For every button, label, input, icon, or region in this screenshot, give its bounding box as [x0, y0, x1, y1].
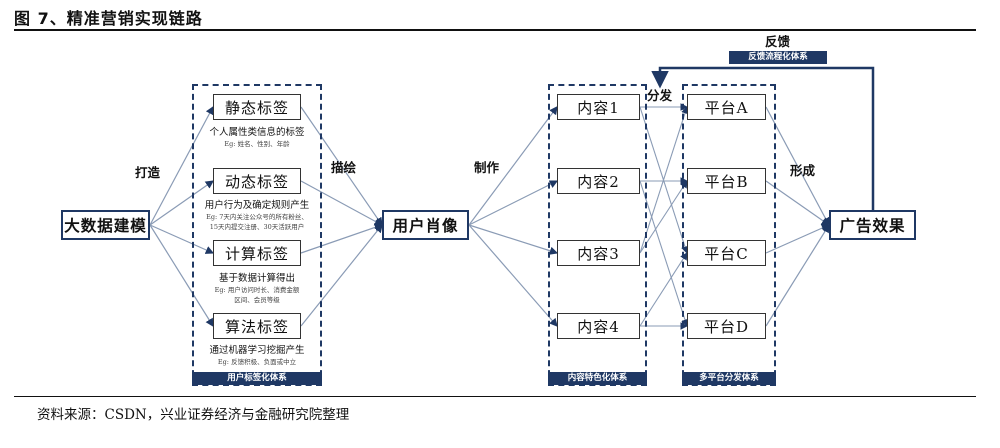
content-3: 内容3 — [557, 240, 640, 266]
tags-group — [192, 84, 322, 386]
build-arrows — [149, 105, 215, 328]
platform-a: 平台A — [687, 94, 766, 120]
form-arrows — [765, 106, 831, 327]
produce-arrows — [468, 106, 559, 327]
produce-label: 制作 — [474, 160, 500, 175]
tag-static-desc: 个人属性类信息的标签 — [209, 127, 305, 138]
platform-b: 平台B — [687, 168, 766, 194]
footer-rule — [14, 396, 976, 397]
user-portrait-node: 用户肖像 — [382, 210, 469, 240]
big-data-node: 大数据建模 — [61, 210, 150, 240]
platform-d: 平台D — [687, 313, 766, 339]
content-1: 内容1 — [557, 94, 640, 120]
build-label: 打造 — [135, 165, 161, 180]
feedback-arrow — [651, 66, 875, 212]
tag-dynamic: 动态标签 — [213, 168, 301, 194]
feedback-group-label: 反馈流程化体系 — [729, 51, 827, 64]
distribute-arrows — [639, 103, 689, 330]
tag-computed-eg-2: 区间、会员等级 — [234, 296, 280, 304]
describe-label: 描绘 — [331, 160, 357, 175]
tag-dynamic-desc: 用户行为及确定规则产生 — [204, 200, 310, 211]
tag-computed: 计算标签 — [213, 240, 301, 266]
contents-group — [548, 84, 647, 386]
tag-static: 静态标签 — [213, 94, 301, 120]
tags-group-label: 用户标签化体系 — [192, 372, 322, 385]
platforms-group-label: 多平台分发体系 — [682, 372, 776, 385]
content-4: 内容4 — [557, 313, 640, 339]
tag-static-eg: Eg: 姓名、性别、年龄 — [224, 140, 290, 148]
tag-computed-eg-1: Eg: 用户访问时长、消费金额 — [214, 286, 300, 294]
content-2: 内容2 — [557, 168, 640, 194]
figure-title: 图 7、精准营销实现链路 — [14, 9, 203, 28]
tag-dynamic-eg-2: 15天内提交注册、30天活跃用户 — [209, 223, 305, 231]
tag-algorithm-desc: 通过机器学习挖掘产生 — [209, 345, 305, 356]
figure-title-bar: 图 7、精准营销实现链路 — [14, 3, 976, 31]
contents-group-label: 内容特色化体系 — [548, 372, 647, 385]
platform-c: 平台C — [687, 240, 766, 266]
tag-algorithm-eg: Eg: 反馈积极、负面或中立 — [217, 358, 297, 366]
ad-effect-node: 广告效果 — [829, 210, 916, 240]
source-note: 资料来源：CSDN，兴业证券经济与金融研究院整理 — [37, 407, 350, 423]
distribute-label: 分发 — [647, 88, 673, 103]
feedback-label: 反馈 — [765, 34, 791, 49]
tag-dynamic-eg-1: Eg: 7天内关注公众号的所有粉丝、 — [206, 213, 308, 221]
describe-arrows — [300, 106, 384, 327]
form-label: 形成 — [790, 163, 816, 178]
platforms-group — [682, 84, 776, 386]
tag-computed-desc: 基于数据计算得出 — [218, 273, 295, 284]
tag-algorithm: 算法标签 — [213, 313, 301, 339]
